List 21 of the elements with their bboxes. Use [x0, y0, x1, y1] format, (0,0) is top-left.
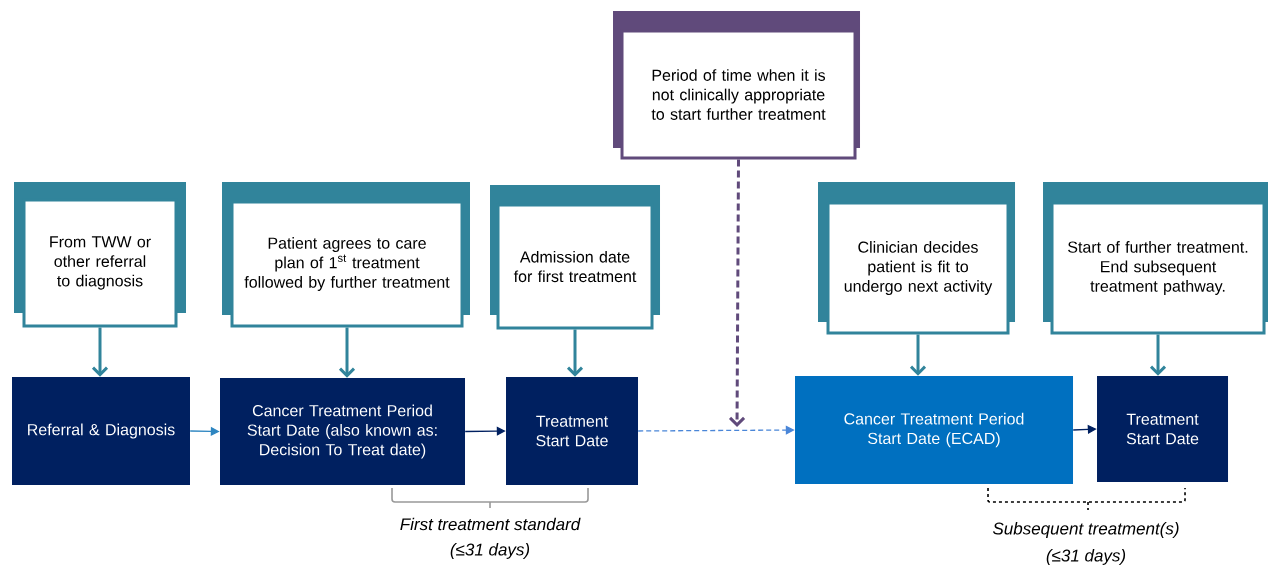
brace-label: (≤31 days) — [450, 543, 530, 559]
callout-box: From TWW or other referral to diagnosis — [14, 182, 186, 328]
arrow — [909, 334, 927, 376]
arrow — [566, 329, 584, 377]
callout-box: Period of time when it is not clinically appropriate to start further treatment — [613, 11, 860, 160]
callout-box: Clinician decides patient is fit to undergo next activity — [818, 182, 1015, 335]
process-box: Cancer Treatment Period Start Date (ECAD) — [795, 376, 1073, 484]
callout-box: Admission date for first treatment — [490, 185, 660, 330]
arrow — [1149, 334, 1167, 376]
brace-label: Subsequent treatment(s) — [992, 522, 1179, 538]
arrow — [729, 159, 746, 427]
arrow — [91, 327, 109, 377]
arrow — [338, 327, 356, 378]
process-box: Referral & Diagnosis — [12, 377, 190, 485]
process-box: Cancer Treatment Period Start Date (also known as: Decision To Treat date) — [220, 378, 465, 485]
callout-box: Patient agrees to care plan of 1$^{st}$ treatment followed by further treatment — [222, 182, 470, 328]
process-box: Treatment Start Date — [506, 377, 638, 485]
brace-label: First treatment standard — [400, 517, 581, 531]
callout-box: Start of further treatment. End subsequent treatment pathway. — [1043, 182, 1268, 335]
brace-label: (≤31 days) — [1046, 549, 1126, 565]
process-box: Treatment Start Date — [1097, 376, 1228, 482]
